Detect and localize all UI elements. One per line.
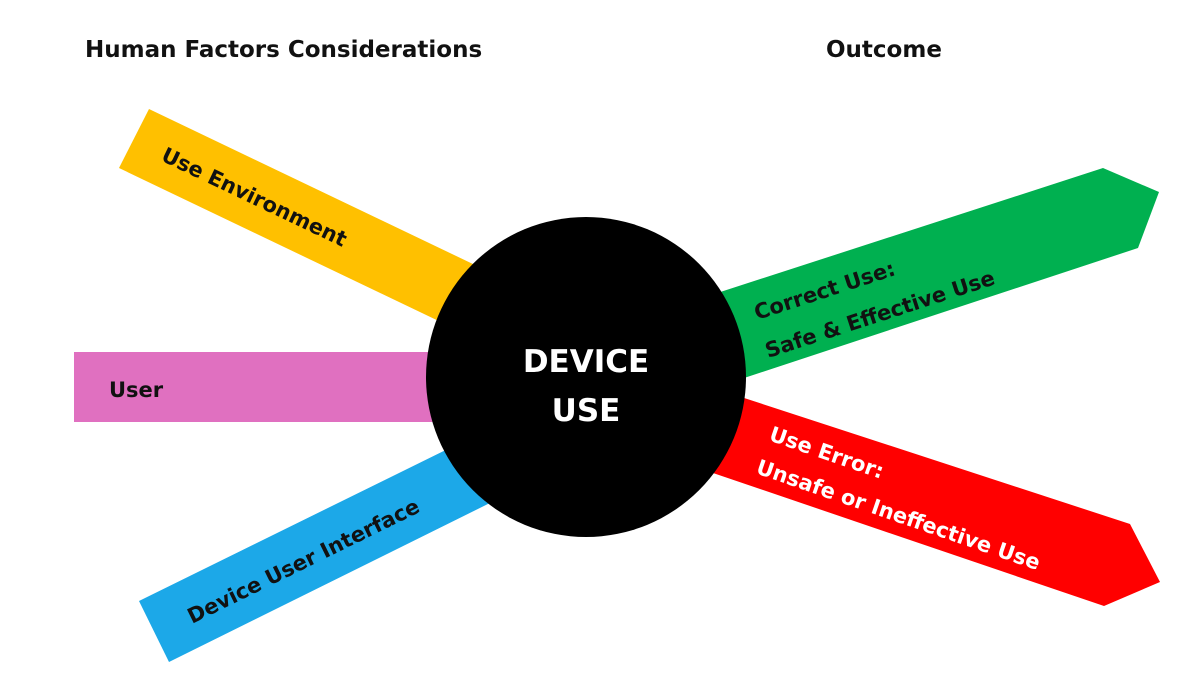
- device-use-circle: [426, 217, 746, 537]
- heading-human-factors-considerations: Human Factors Considerations: [85, 37, 482, 63]
- device-use-label-line2: USE: [552, 393, 621, 429]
- band-user: [74, 352, 464, 422]
- band-label-user: User: [109, 378, 164, 402]
- device-use-label-line1: DEVICE: [523, 344, 649, 380]
- heading-outcome: Outcome: [826, 37, 942, 63]
- band-device-user-interface: [139, 440, 496, 662]
- arrow-correct-use: [708, 168, 1159, 381]
- band-use-environment: [119, 109, 498, 336]
- arrow-use-error: [713, 396, 1160, 606]
